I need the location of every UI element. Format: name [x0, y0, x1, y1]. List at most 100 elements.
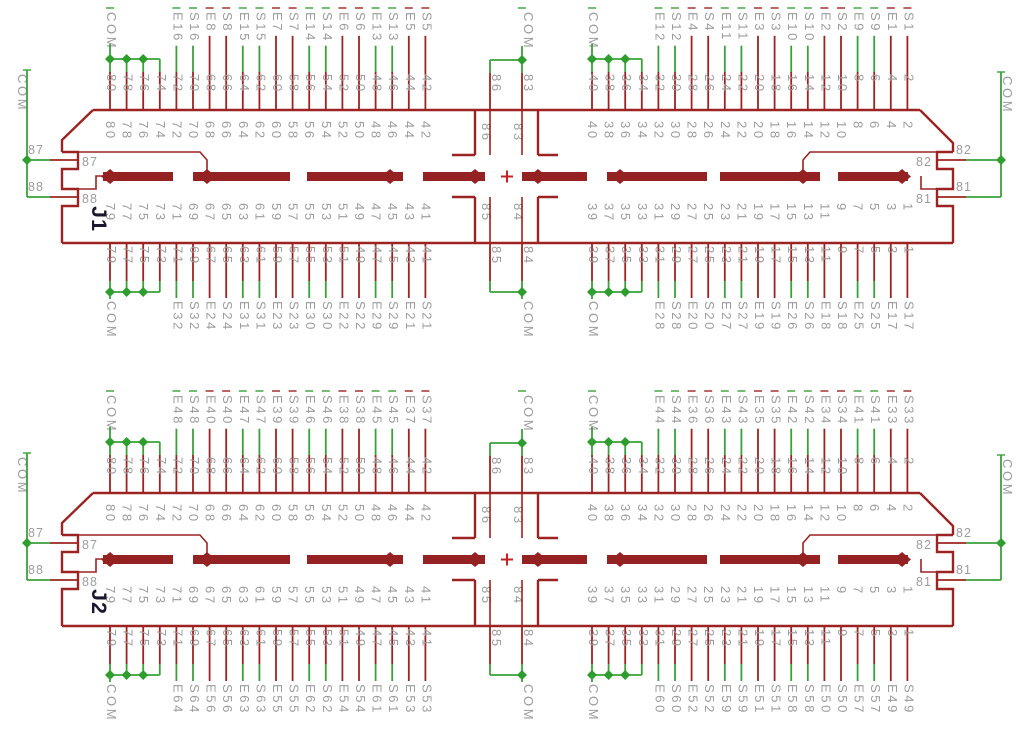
internal-pin-number: 67	[203, 586, 218, 606]
net-label: S64	[187, 684, 202, 715]
pin-number: 82	[956, 143, 972, 157]
net-label: S8	[220, 12, 235, 33]
pin-number: 49	[353, 246, 368, 266]
internal-pin-number: 3	[884, 586, 899, 596]
pin-number: 61	[253, 246, 268, 266]
pin-number: 28	[686, 74, 701, 94]
junction-dot	[138, 670, 149, 680]
net-label: E9	[852, 12, 867, 33]
pin-number: 57	[287, 629, 302, 649]
pin-number: 36	[619, 457, 634, 477]
pin-number: 81	[956, 563, 972, 577]
pin-number: 53	[320, 629, 335, 649]
pin-number: 30	[669, 457, 684, 477]
pin-number: 82	[956, 526, 972, 540]
internal-pin-number: 56	[302, 504, 317, 524]
net-label: S6	[353, 12, 368, 33]
internal-pin-number: 77	[120, 203, 135, 223]
pin-number: 32	[652, 74, 667, 94]
pin-number: 74	[154, 457, 169, 477]
com-label: COM	[104, 301, 119, 339]
bus-bar-segment	[423, 555, 485, 564]
bus-junction-diamond	[466, 552, 484, 567]
pin-number: 58	[287, 74, 302, 94]
internal-pin-number: 39	[585, 586, 600, 606]
internal-pin-number: 85	[479, 203, 494, 223]
net-label: S44	[669, 395, 684, 426]
bus-junction-diamond	[529, 552, 547, 567]
internal-pin-number: 24	[718, 121, 733, 141]
bus-junction-diamond	[794, 169, 812, 184]
pin-number: 65	[220, 629, 235, 649]
pin-number: 6	[868, 74, 883, 84]
net-label: S19	[769, 301, 784, 332]
internal-pin-number: 49	[352, 586, 367, 606]
pin-number: 33	[636, 246, 651, 266]
pin-number: 21	[735, 629, 750, 649]
net-label: S45	[386, 395, 401, 426]
net-label: S31	[253, 301, 268, 332]
internal-pin-number: 77	[120, 586, 135, 606]
internal-bus-connection	[78, 493, 937, 626]
internal-pin-number: 30	[668, 504, 683, 524]
internal-pin-number: 46	[385, 121, 400, 141]
pin-number: 34	[636, 457, 651, 477]
internal-pin-number: 32	[651, 121, 666, 141]
internal-pin-number: 4	[884, 121, 899, 131]
junction-dot	[121, 54, 132, 64]
pin-number: 88	[28, 180, 44, 194]
pin-number: 65	[220, 246, 235, 266]
com-label: COM	[586, 301, 601, 339]
pin-number: 69	[187, 629, 202, 649]
junction-dot	[603, 287, 614, 297]
com-label: COM	[104, 684, 119, 722]
internal-pin-number: 21	[734, 203, 749, 223]
internal-pin-number: 12	[817, 504, 832, 524]
net-label: S12	[669, 12, 684, 43]
pin-number: 44	[403, 457, 418, 477]
pin-number: 85	[489, 629, 504, 649]
pin-number: 39	[586, 246, 601, 266]
net-label: S20	[702, 301, 717, 332]
com-label: COM	[586, 12, 601, 50]
pin-number: 16	[785, 74, 800, 94]
pin-number: 19	[752, 629, 767, 649]
net-label: S48	[187, 395, 202, 426]
internal-pin-number: 24	[718, 504, 733, 524]
junction-dot	[138, 437, 149, 447]
internal-pin-number: 58	[286, 504, 301, 524]
internal-pin-number: 11	[817, 203, 832, 222]
internal-pin-number: 5	[867, 203, 882, 213]
connector-outline	[60, 108, 955, 245]
pin-number: 87	[28, 526, 44, 540]
pin-number: 80	[104, 457, 119, 477]
bus-junction-diamond	[101, 552, 119, 567]
internal-pin-number: 44	[402, 504, 417, 524]
internal-pin-number: 1	[900, 586, 915, 596]
internal-pin-number: 64	[236, 504, 251, 524]
net-label: S37	[419, 395, 434, 426]
internal-pin-number: 16	[784, 504, 799, 524]
internal-pin-number: 87	[82, 155, 98, 169]
net-label: E14	[303, 12, 318, 43]
net-label: E60	[652, 684, 667, 715]
pin-number: 30	[669, 74, 684, 94]
pin-number: 48	[370, 457, 385, 477]
internal-pin-number: 19	[751, 586, 766, 606]
internal-pin-number: 49	[352, 203, 367, 223]
internal-pin-number: 29	[668, 586, 683, 606]
junction-dot	[138, 54, 149, 64]
net-label: E42	[785, 395, 800, 426]
net-label: S54	[353, 684, 368, 715]
internal-pin-number: 68	[203, 504, 218, 524]
net-label: S63	[253, 684, 268, 715]
pin-number: 8	[852, 457, 867, 467]
internal-pin-number: 42	[418, 121, 433, 141]
net-label: E22	[336, 301, 351, 332]
internal-pin-number: 74	[153, 121, 168, 141]
net-label: E58	[785, 684, 800, 715]
designator-label: J2	[87, 589, 111, 615]
net-label: E59	[719, 684, 734, 715]
com-label: COM	[104, 395, 119, 433]
